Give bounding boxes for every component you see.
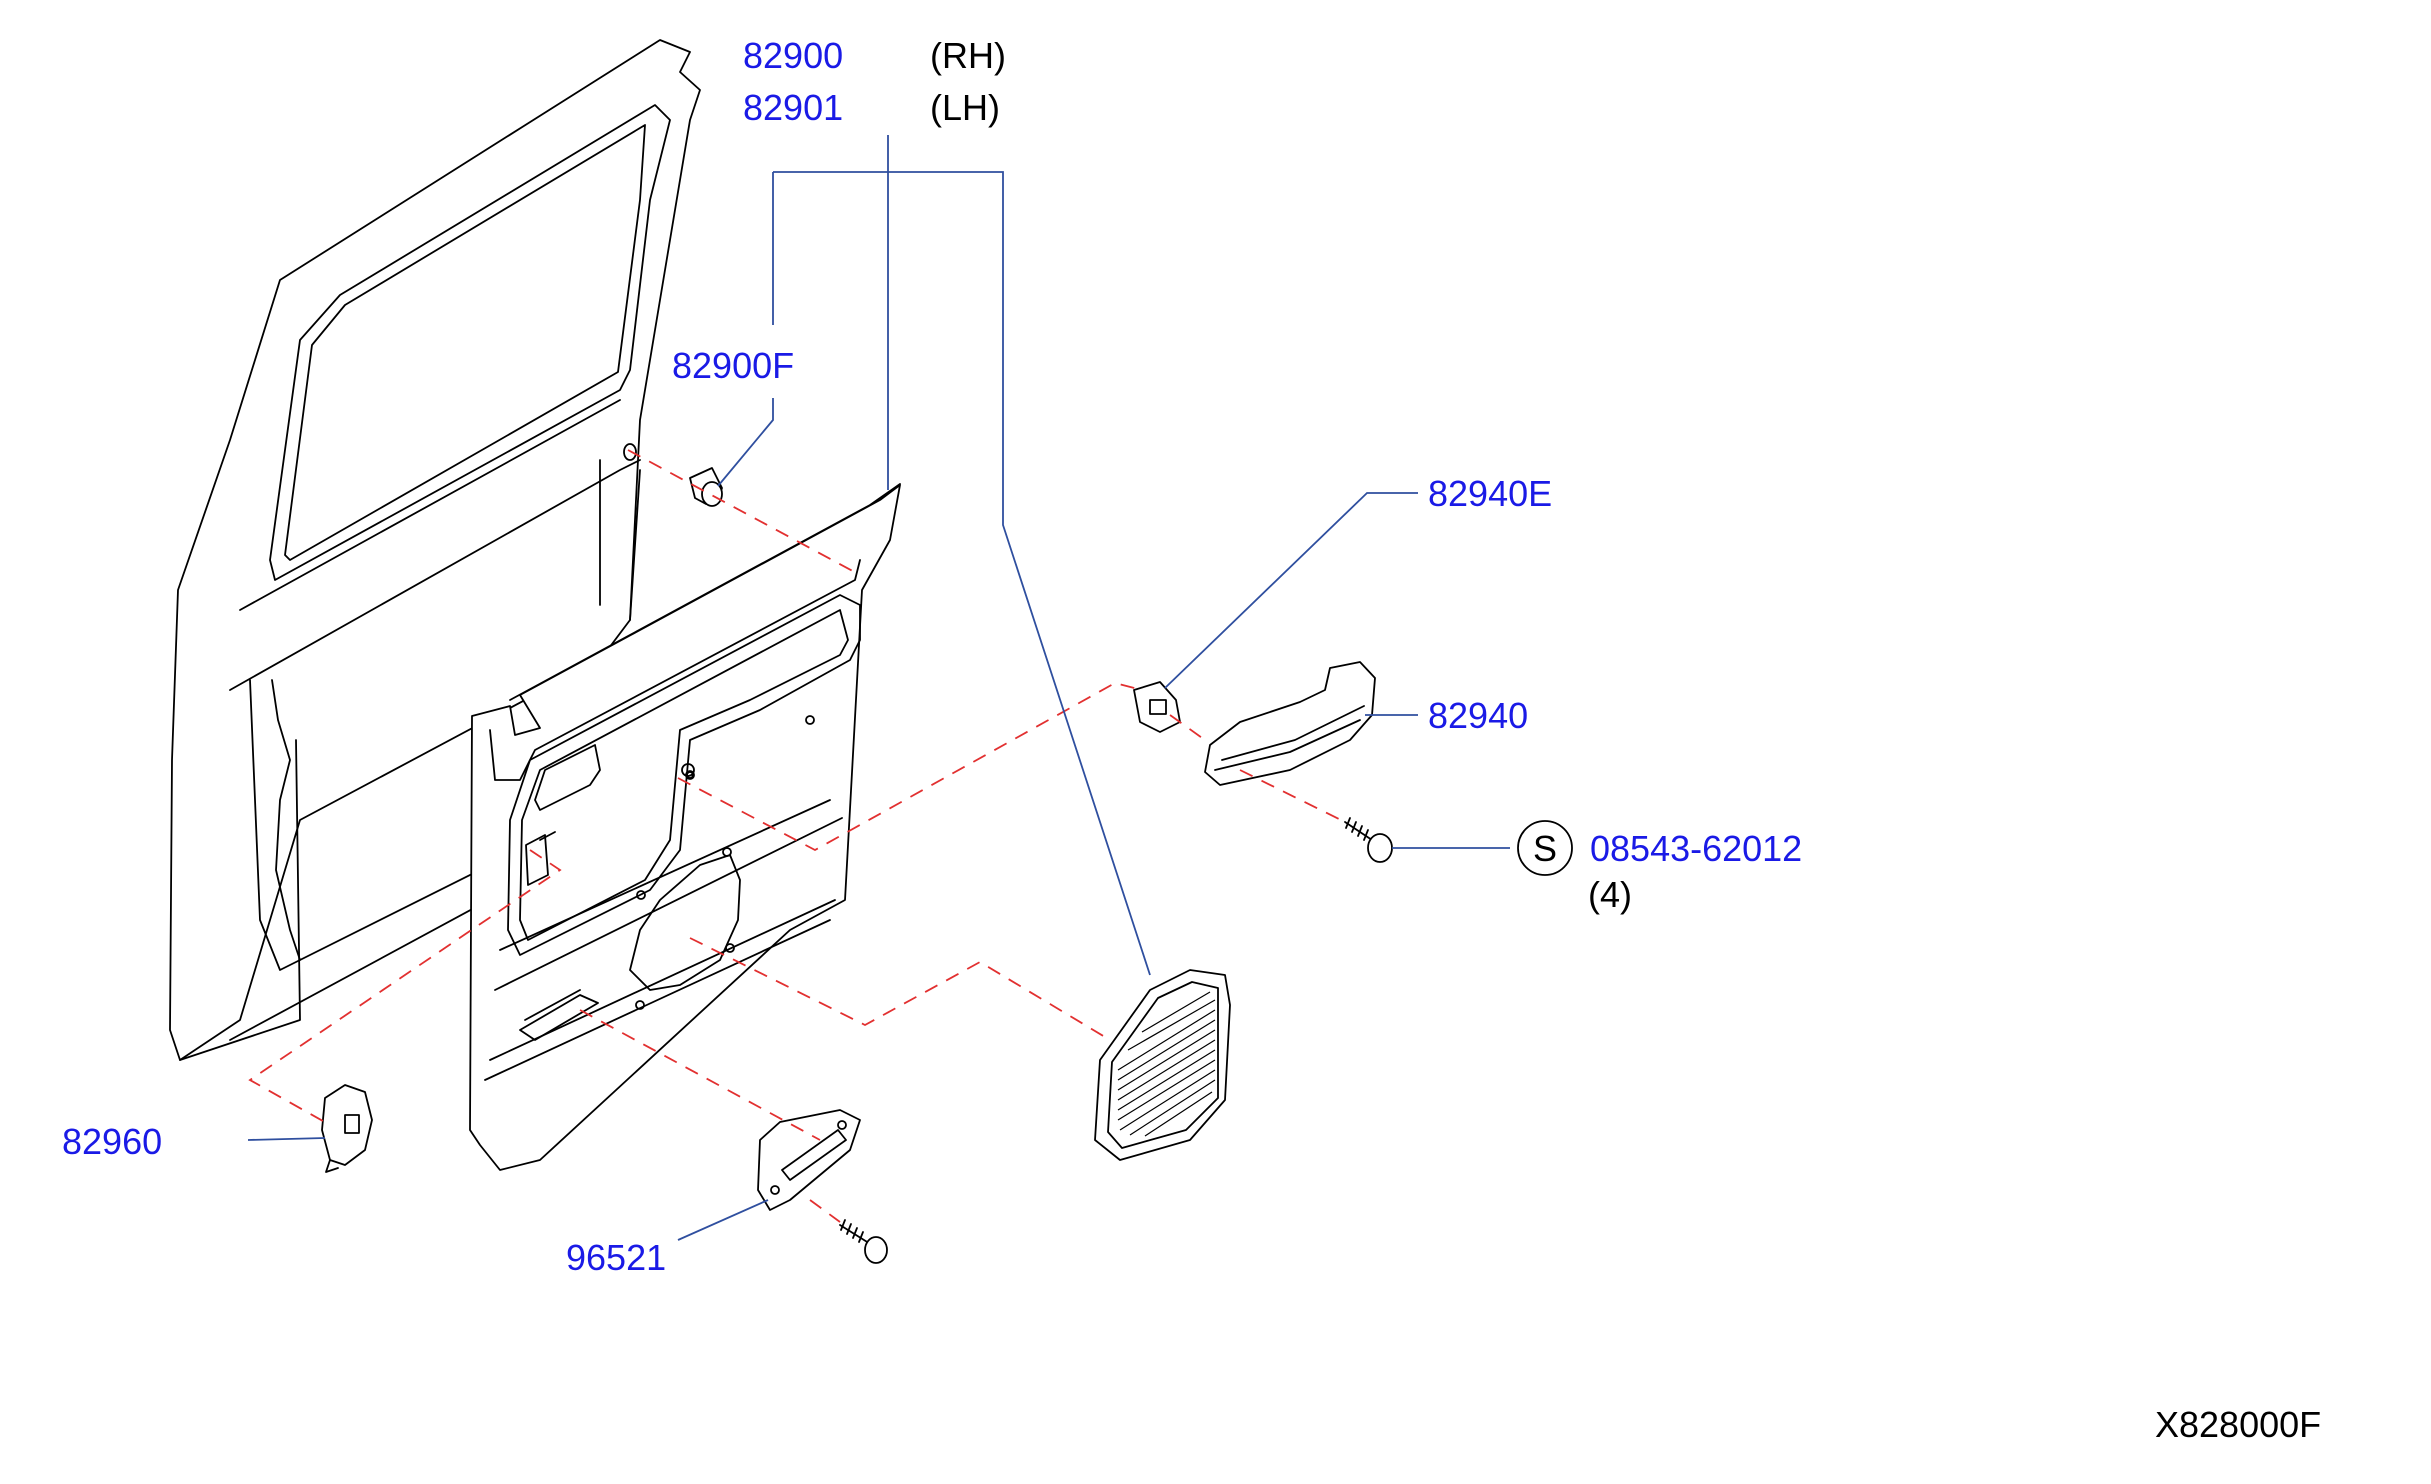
drawing-code: X828000F <box>2155 1404 2321 1445</box>
label-lh: (LH) <box>930 87 1000 128</box>
label-82940: 82940 <box>1428 695 1528 736</box>
label-82901: 82901 <box>743 87 843 128</box>
grip-bracket <box>1133 681 1181 733</box>
label-screw-quantity: (4) <box>1588 874 1632 915</box>
door-trim-panel <box>469 483 901 1171</box>
trim-clip <box>689 467 723 507</box>
label-82960: 82960 <box>62 1121 162 1162</box>
grille-slats <box>1117 991 1216 1137</box>
label-82900f: 82900F <box>672 345 794 386</box>
part-labels: 82900 (RH) 82901 (LH) 82900F 82940E 8294… <box>62 35 2321 1445</box>
ashtray-bezel <box>757 1109 861 1211</box>
ashtray-screw <box>839 1219 888 1264</box>
speaker-grille <box>1094 969 1231 1161</box>
lock-knob <box>321 1084 373 1173</box>
label-82940e: 82940E <box>1428 473 1552 514</box>
leader-lines <box>247 135 1510 1241</box>
standard-part-symbol: S <box>1517 820 1573 876</box>
label-08543-62012: 08543-62012 <box>1590 828 1802 869</box>
phantom-lines <box>248 449 1346 1223</box>
handle-screw <box>1344 817 1393 863</box>
label-rh: (RH) <box>930 35 1006 76</box>
label-96521: 96521 <box>566 1237 666 1278</box>
symbol-s: S <box>1533 828 1557 869</box>
pull-handle <box>1204 661 1376 786</box>
label-82900: 82900 <box>743 35 843 76</box>
